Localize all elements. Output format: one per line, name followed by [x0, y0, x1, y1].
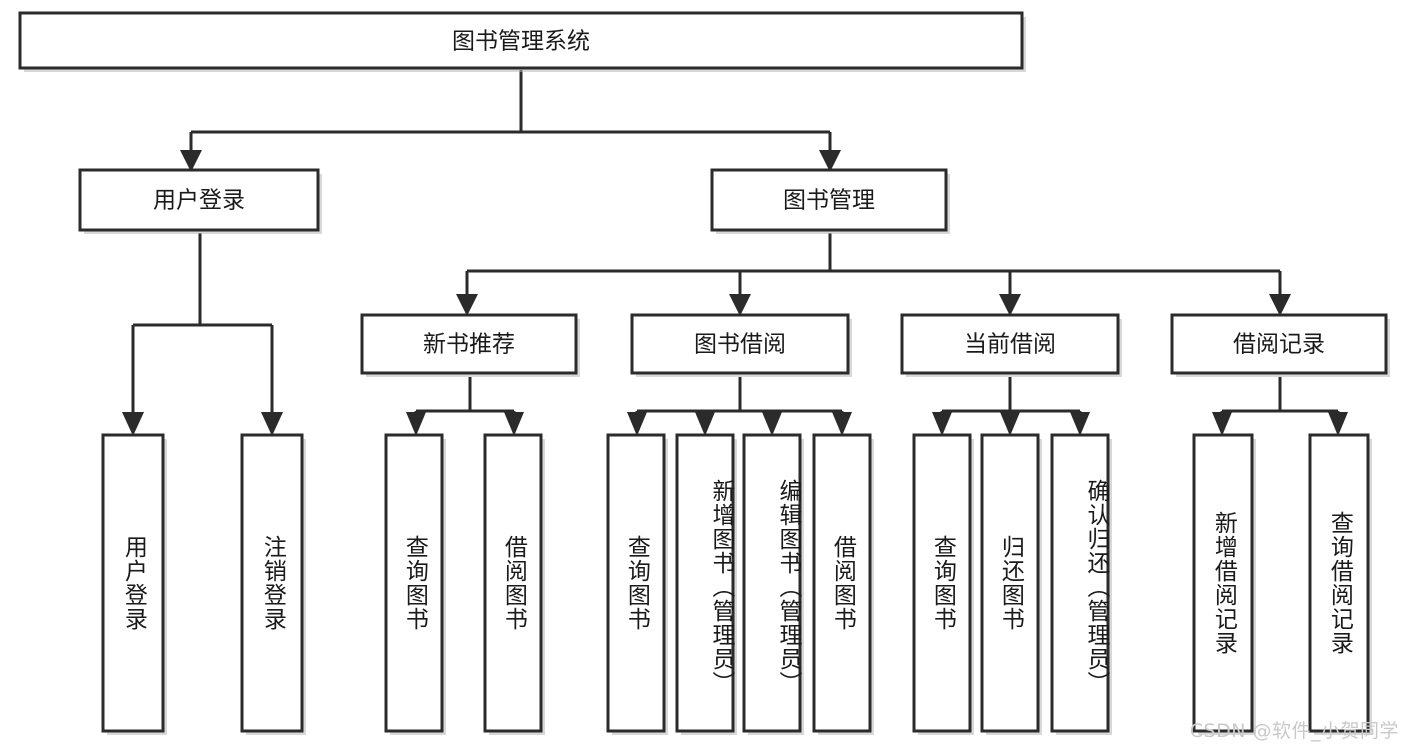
arrow-head-book-borrow [729, 294, 751, 316]
node-book-borrow[interactable]: 图书借阅 [630, 313, 852, 377]
connector-root-bus [189, 70, 832, 152]
node-borrow-record-box[interactable] [1170, 313, 1388, 375]
connector-new-book-recommend-bus [414, 377, 516, 424]
leaf-return-book-box[interactable] [980, 433, 1040, 733]
node-current-borrow-label: 当前借阅 [964, 332, 1056, 358]
node-borrow-record-label: 借阅记录 [1233, 332, 1325, 358]
leaf-logout-login-box[interactable] [240, 433, 304, 733]
csdn-watermark: CSDN @软件_小贺同学 [1189, 720, 1399, 742]
arrow-head-leaf-query-book-1 [406, 412, 426, 436]
arrow-head-leaf-confirm-return [1070, 412, 1090, 436]
leaf-borrow-book-1-box[interactable] [483, 433, 543, 733]
node-new-book-recommend-label: 新书推荐 [423, 332, 515, 358]
leaf-query-book-2-box[interactable] [606, 433, 666, 733]
leaf-boxes [101, 433, 1372, 735]
node-book-borrow-label: 图书借阅 [694, 332, 786, 358]
node-root-label: 图书管理系统 [452, 29, 590, 55]
node-book-management-box[interactable] [710, 168, 948, 232]
arrow-head-book-management [819, 150, 841, 172]
arrow-heads [122, 150, 1348, 436]
node-root-box[interactable] [18, 11, 1024, 70]
node-current-borrow[interactable]: 当前借阅 [900, 313, 1122, 377]
leaf-edit-book-box[interactable] [742, 433, 802, 733]
arrow-head-user-login [180, 150, 202, 172]
node-borrow-record[interactable]: 借阅记录 [1170, 313, 1390, 377]
node-book-borrow-box[interactable] [630, 313, 850, 375]
node-root[interactable]: 图书管理系统 [18, 11, 1026, 72]
arrow-head-leaf-user-login [122, 412, 144, 436]
leaf-confirm-return-box[interactable] [1050, 433, 1110, 733]
node-book-management-label: 图书管理 [783, 188, 875, 214]
arrow-head-leaf-add-record [1212, 412, 1232, 436]
arrow-head-leaf-query-book-2 [627, 412, 647, 436]
connectors [131, 70, 1340, 424]
leaf-user-login-box[interactable] [101, 433, 165, 733]
leaf-add-record-box[interactable] [1192, 433, 1254, 733]
leaf-query-book-1-box[interactable] [384, 433, 444, 733]
node-user-login[interactable]: 用户登录 [78, 168, 322, 234]
arrow-head-leaf-borrow-book-1 [504, 412, 524, 436]
leaf-query-book-3-box[interactable] [912, 433, 972, 733]
connector-borrow-record-bus [1220, 377, 1340, 424]
arrow-head-leaf-borrow-book-2 [832, 412, 852, 436]
arrow-head-leaf-logout-login [261, 412, 283, 436]
node-new-book-recommend[interactable]: 新书推荐 [360, 313, 580, 377]
arrow-head-borrow-record [1269, 294, 1291, 316]
arrow-head-leaf-return-book [1000, 412, 1020, 436]
arrow-head-leaf-query-record [1328, 412, 1348, 436]
leaf-borrow-book-2-box[interactable] [812, 433, 872, 733]
arrow-head-leaf-query-book-3 [932, 412, 952, 436]
node-current-borrow-box[interactable] [900, 313, 1120, 375]
arrow-head-leaf-edit-book [762, 412, 782, 436]
node-user-login-label: 用户登录 [153, 188, 245, 214]
arrow-head-current-borrow [999, 294, 1021, 316]
leaf-query-record-box[interactable] [1308, 433, 1370, 733]
node-user-login-box[interactable] [78, 168, 320, 232]
connector-book-management-bus [465, 233, 1282, 296]
node-book-management[interactable]: 图书管理 [710, 168, 950, 234]
arrow-head-new-book-recommend [456, 294, 478, 316]
connector-user-login-bus [131, 233, 274, 415]
arrow-head-leaf-add-book [695, 412, 715, 436]
node-new-book-recommend-box[interactable] [360, 313, 578, 375]
connector-book-borrow-bus [635, 377, 844, 424]
leaf-add-book-box[interactable] [675, 433, 735, 733]
